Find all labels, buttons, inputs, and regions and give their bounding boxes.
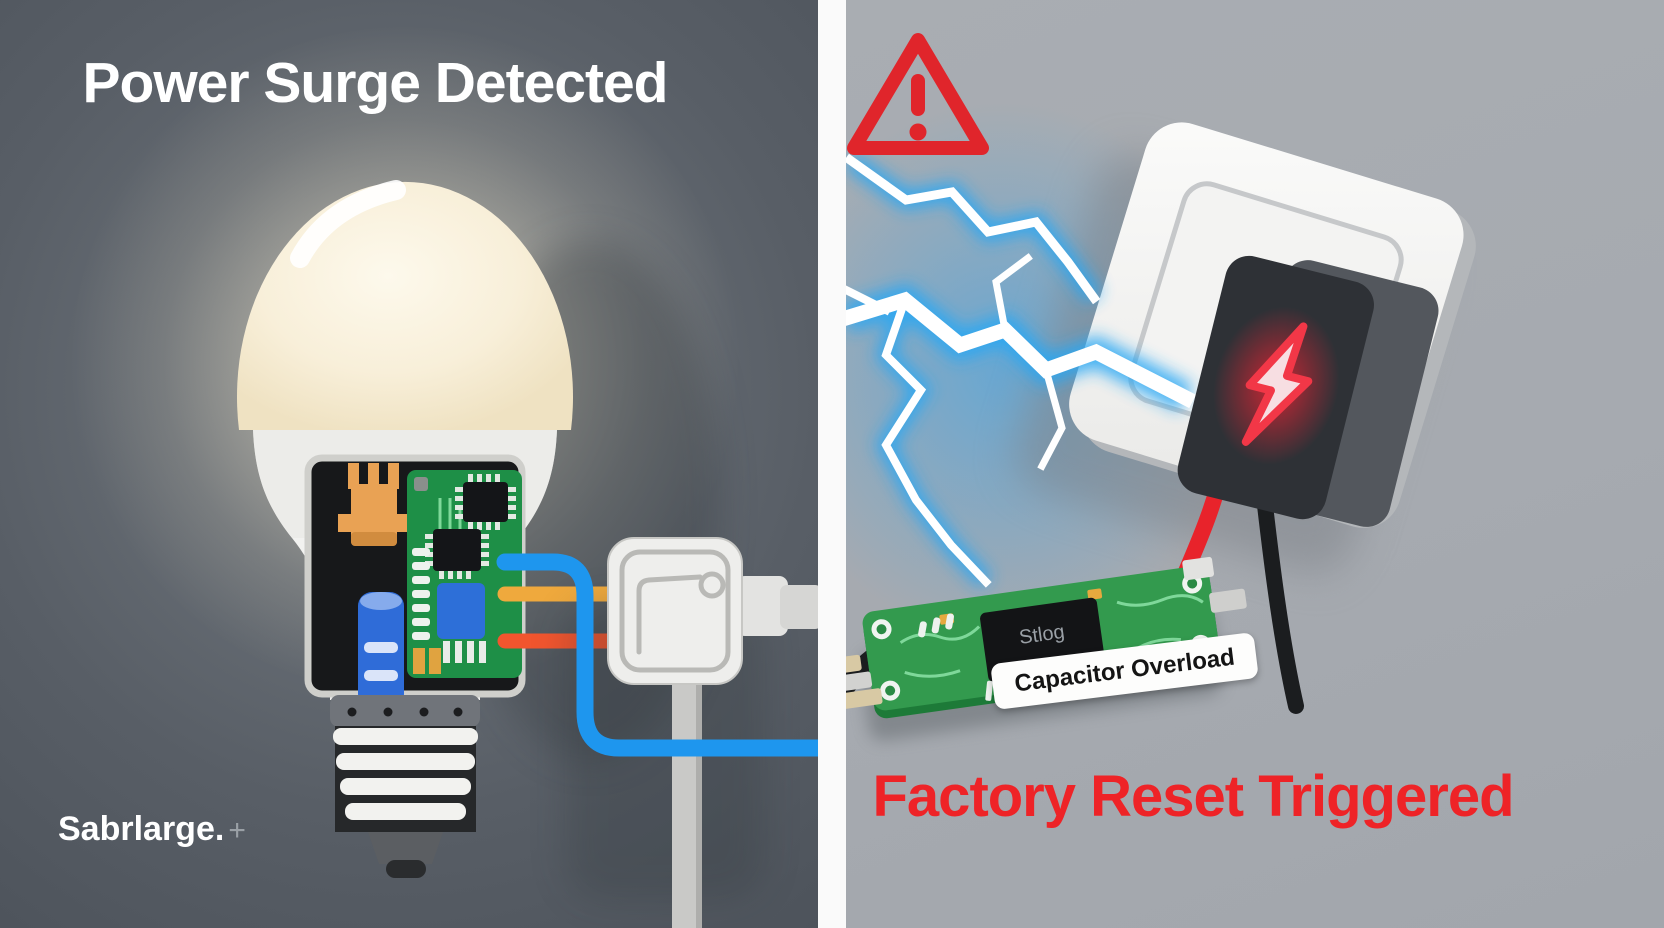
red-lightning-bolt-icon [1241,322,1313,446]
board-connectors [846,556,1247,710]
left-title: Power Surge Detected [82,51,668,115]
base-tip [368,832,443,864]
gray-cable-edge [696,670,702,928]
switch-connector-tip [780,585,820,629]
smart-bulb-illustration [70,25,820,928]
switch-indicator [698,571,726,599]
right-panel: Stlog [846,0,1664,928]
transistor-component [338,463,409,546]
brand-logo: Sabrlarge.+ [58,810,246,849]
surge-lightning-icon [846,151,1197,589]
bulb-circuit-board [407,470,522,678]
panel-divider [818,0,846,928]
surge-outlet-illustration: Stlog [846,33,1476,741]
switch-connector [736,576,788,636]
brand-plus-icon: + [228,814,246,847]
brand-text: Sabrlarge. [58,810,225,848]
factory-reset-status: Factory Reset Triggered [872,764,1515,829]
dome-highlight [290,180,406,268]
rocker-switch [607,537,743,685]
smart-plug [1177,255,1439,527]
left-panel: Power Surge Detected Sabrlarge.+ [0,0,820,928]
blue-wire [496,553,820,757]
warning-triangle-icon [847,33,989,155]
screw-base [330,695,480,878]
